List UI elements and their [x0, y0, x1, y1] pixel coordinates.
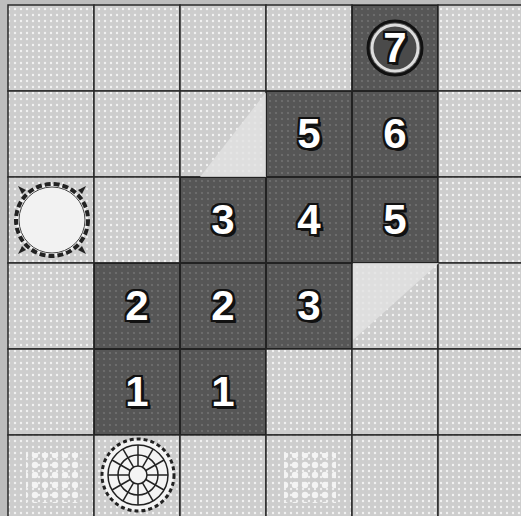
- board-cell: [94, 435, 180, 516]
- board-cell: [266, 91, 352, 177]
- ornate-token: [102, 439, 174, 511]
- path-cell: 5: [352, 177, 438, 263]
- path-cell: 2: [94, 263, 180, 349]
- board-cell: [8, 349, 94, 435]
- step-number: 4: [297, 199, 320, 241]
- board-cell: [438, 349, 521, 435]
- board-cell: [352, 435, 438, 516]
- board-cell: [266, 263, 352, 349]
- path-cell: 4: [266, 177, 352, 263]
- step-number: 2: [211, 285, 234, 327]
- step-number: 2: [125, 285, 148, 327]
- board-cells: [8, 5, 521, 516]
- path-cell: 3: [180, 177, 266, 263]
- board-cell: [180, 349, 266, 435]
- board-cell: [438, 91, 521, 177]
- board-cell: [352, 91, 438, 177]
- path-cell: 5: [266, 91, 352, 177]
- board-cell: [8, 91, 94, 177]
- board-cell: [266, 177, 352, 263]
- board-cell: [180, 435, 266, 516]
- dotted-tile: [26, 453, 78, 503]
- board-cell: [94, 177, 180, 263]
- board-cell: [352, 349, 438, 435]
- board-cell: [266, 5, 352, 91]
- path-cell: 3: [266, 263, 352, 349]
- step-number: 5: [383, 199, 406, 241]
- dotted-tile: [284, 453, 336, 503]
- board-cell: [352, 177, 438, 263]
- board-cell: [266, 435, 352, 516]
- path-cell: 1: [94, 349, 180, 435]
- board-cell: [94, 263, 180, 349]
- board-cell: [352, 263, 438, 349]
- board-cell: [8, 435, 94, 516]
- board-cell: [8, 177, 94, 263]
- board-cell: [180, 177, 266, 263]
- board-cell: [180, 91, 266, 177]
- step-number: 7: [383, 27, 406, 69]
- step-number: 6: [383, 113, 406, 155]
- board-cell: [352, 5, 438, 91]
- step-number: 3: [211, 199, 234, 241]
- step-number: 1: [211, 371, 234, 413]
- board-cell: [8, 5, 94, 91]
- board-cell: [438, 263, 521, 349]
- step-number: 1: [125, 371, 148, 413]
- board-cell: [180, 263, 266, 349]
- board-cell: [438, 177, 521, 263]
- light-shade: [200, 91, 267, 177]
- path-cell: 2: [180, 263, 266, 349]
- board-cell: [266, 349, 352, 435]
- path-cell: 7: [352, 5, 438, 91]
- board-cell: [94, 91, 180, 177]
- light-shade: [353, 263, 439, 340]
- board-cell: [94, 349, 180, 435]
- board-cell: [438, 435, 521, 516]
- round-token: [16, 184, 88, 256]
- board-cell: [8, 263, 94, 349]
- step-number: 5: [297, 113, 320, 155]
- path-cell: 1: [180, 349, 266, 435]
- step-number: 3: [297, 285, 320, 327]
- path-cell: 6: [352, 91, 438, 177]
- board-cell: [438, 5, 521, 91]
- board-cell: [180, 5, 266, 91]
- board-cell: [94, 5, 180, 91]
